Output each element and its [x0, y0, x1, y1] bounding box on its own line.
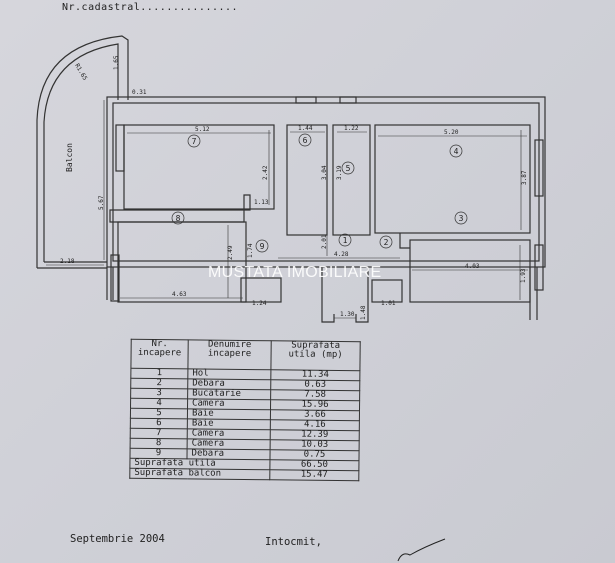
room-marker-1: 1	[338, 233, 352, 247]
svg-text:1: 1	[343, 236, 348, 245]
header-area: Suprafata utila (mp)	[270, 340, 361, 371]
signature-mark	[397, 538, 446, 562]
date-label: Septembrie 2004	[70, 533, 165, 545]
room-marker-4: 4	[449, 144, 463, 158]
dim-balcony-offset: 0.31	[132, 89, 147, 96]
room-marker-5: 5	[341, 161, 355, 175]
room-marker-3: 3	[454, 211, 468, 225]
dim-room6-width: 1.44	[298, 125, 313, 132]
dim-room6-depth: 3.04	[321, 165, 328, 180]
dim-balcony-width: 2.18	[60, 258, 75, 265]
room-9	[240, 277, 282, 303]
dim-hall-width: 4.28	[334, 251, 349, 258]
dim-hall-depth: 2.01	[321, 234, 328, 249]
room-5	[332, 124, 371, 236]
watermark: MUSTATA IMOBILIARE	[208, 264, 382, 281]
dim-room7-depth: 2.42	[262, 165, 269, 180]
room-area-table: Nr. incapere Denumire incapere Suprafata…	[129, 339, 361, 481]
header-room-number: Nr. incapere	[130, 339, 189, 369]
dim-balcony-length: 5.67	[98, 195, 105, 210]
dim-entry-depth: 1.48	[360, 305, 367, 320]
total-balcony-label: Suprafata balcon	[129, 468, 270, 480]
dim-room3-depth: 1.93	[520, 268, 527, 283]
room-marker-7: 7	[187, 134, 201, 148]
dim-hall-small: 1.13	[254, 199, 269, 206]
dim-balcony-radius: R1.65	[73, 63, 88, 82]
dim-hall-side: 1.74	[247, 243, 254, 258]
room-marker-9: 9	[255, 239, 269, 253]
dim-room9-width: 1.24	[252, 300, 267, 307]
dim-room8-depth: 2.49	[227, 245, 234, 260]
svg-text:2: 2	[384, 238, 389, 247]
room-marker-2: 2	[379, 235, 393, 249]
room-6	[286, 124, 328, 236]
svg-text:7: 7	[192, 137, 197, 146]
cadastral-number-label: Nr.cadastral...............	[62, 2, 239, 13]
dim-room8-width: 4.63	[172, 291, 187, 298]
signed-by-label: Intocmit,	[265, 536, 322, 548]
svg-text:9: 9	[260, 242, 265, 251]
dim-room2-width: 1.01	[381, 300, 396, 307]
dim-entry-width: 1.30	[340, 311, 355, 318]
dim-room5-depth: 3.19	[336, 165, 343, 180]
svg-text:5: 5	[346, 164, 351, 173]
svg-text:4: 4	[454, 147, 459, 156]
table-header: Nr. incapere Denumire incapere Suprafata…	[130, 339, 361, 371]
room-3	[409, 239, 531, 303]
floor-plan: R1.65 1.65 0.31 5.67 2.18 5.12 2.42 1.44…	[36, 35, 546, 323]
svg-text:6: 6	[303, 136, 308, 145]
svg-text:8: 8	[176, 214, 181, 223]
room-2	[371, 279, 403, 303]
dim-balcony-top: 1.65	[113, 55, 120, 70]
total-balcony-row: Suprafata balcon 15.47	[129, 468, 359, 481]
svg-text:3: 3	[459, 214, 464, 223]
balcony-outline	[36, 35, 129, 268]
room-8	[117, 221, 247, 303]
outer-wall	[106, 96, 546, 268]
header-room-name: Denumire incapere	[187, 340, 272, 370]
room-number-markers: 1 2 3 4 5 6 7 8 9	[171, 133, 468, 253]
dim-room5-width: 1.22	[344, 125, 359, 132]
room-marker-6: 6	[298, 133, 312, 147]
total-balcony-area: 15.47	[269, 470, 359, 481]
dim-room4-width: 5.20	[444, 129, 459, 136]
dim-room7-width: 5.12	[195, 126, 210, 133]
room-marker-8: 8	[171, 211, 185, 225]
dim-room4-depth: 3.87	[521, 170, 528, 185]
balcony-label: Balcon	[65, 143, 74, 172]
room-4	[374, 124, 531, 234]
dim-room3-width: 4.03	[465, 263, 480, 270]
